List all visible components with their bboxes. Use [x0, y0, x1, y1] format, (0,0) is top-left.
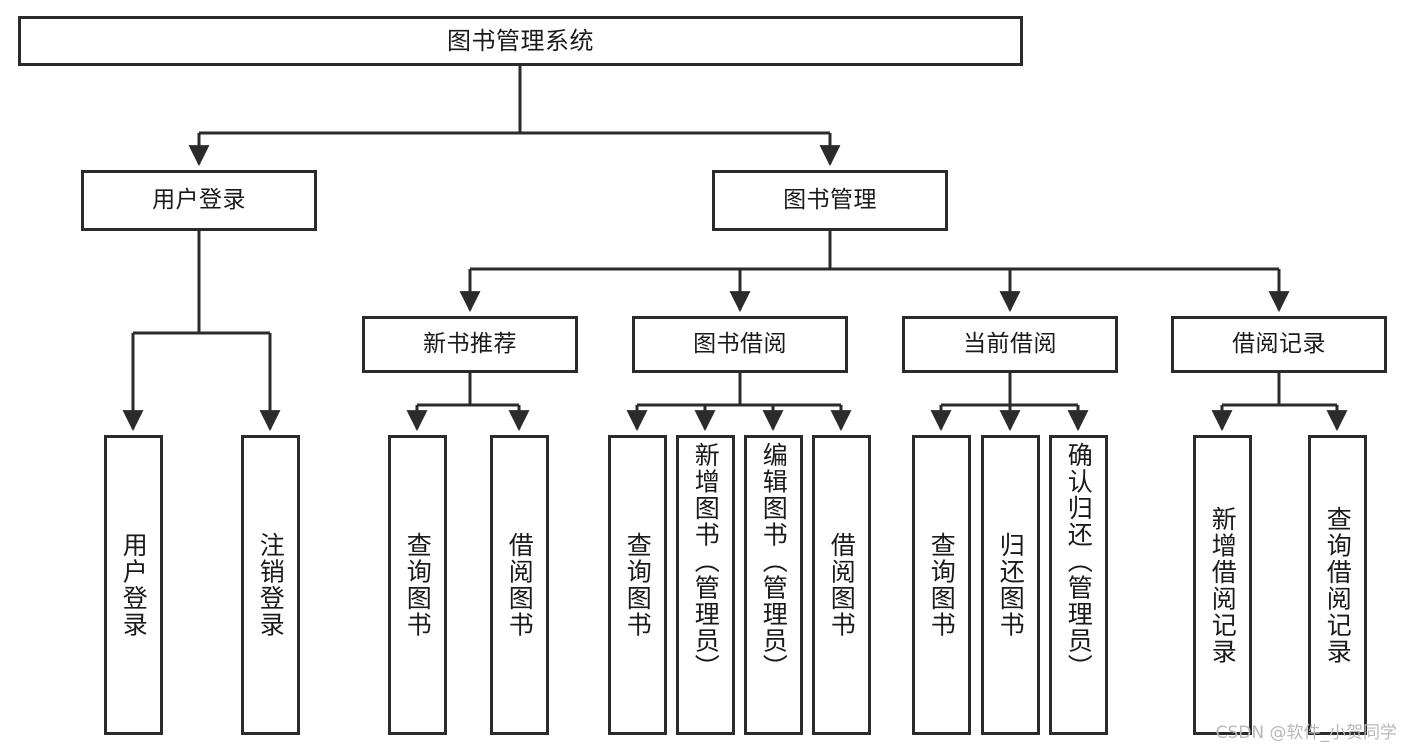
node-label: 用户登录: [119, 532, 149, 638]
node-label: 借阅图书: [827, 532, 857, 638]
leaf-borrow-book[interactable]: 借阅图书: [812, 435, 871, 735]
leaf-user-login[interactable]: 用户登录: [104, 435, 163, 735]
leaf-confirm-return-admin[interactable]: 确认归还（管理员）: [1049, 435, 1108, 735]
node-label: 借阅图书: [505, 532, 535, 638]
csdn-watermark: CSDN @软件_小贺同学: [1215, 723, 1397, 743]
node-new-book-recommendation[interactable]: 新书推荐: [362, 316, 578, 373]
node-label: 查询图书: [927, 532, 957, 638]
leaf-logout[interactable]: 注销登录: [241, 435, 300, 735]
leaf-query-borrow-record[interactable]: 查询借阅记录: [1308, 435, 1367, 735]
node-label: 查询图书: [403, 532, 433, 638]
node-label: 归还图书: [996, 532, 1026, 638]
node-label: 借阅记录: [1232, 330, 1326, 357]
node-label: 新书推荐: [423, 330, 517, 357]
node-label: 当前借阅: [963, 330, 1057, 357]
node-label: 确认归还（管理员）: [1064, 442, 1094, 681]
node-user-login[interactable]: 用户登录: [81, 170, 317, 231]
node-label: 图书借阅: [693, 330, 787, 357]
node-label: 编辑图书（管理员）: [759, 442, 789, 681]
node-label: 新增借阅记录: [1208, 505, 1238, 665]
node-label: 新增图书（管理员）: [691, 442, 721, 681]
node-current-borrowing[interactable]: 当前借阅: [902, 316, 1118, 373]
leaf-query-book-recommend[interactable]: 查询图书: [388, 435, 447, 735]
node-label: 图书管理: [783, 186, 877, 213]
leaf-edit-book-admin[interactable]: 编辑图书（管理员）: [744, 435, 803, 735]
node-root-book-management-system[interactable]: 图书管理系统: [18, 16, 1023, 66]
leaf-add-borrow-record[interactable]: 新增借阅记录: [1193, 435, 1252, 735]
node-label: 用户登录: [152, 186, 246, 213]
node-label: 查询借阅记录: [1323, 505, 1353, 665]
node-borrowing-records[interactable]: 借阅记录: [1171, 316, 1387, 373]
node-label: 查询图书: [623, 532, 653, 638]
leaf-query-book-borrow[interactable]: 查询图书: [608, 435, 667, 735]
leaf-add-book-admin[interactable]: 新增图书（管理员）: [676, 435, 735, 735]
node-book-borrowing[interactable]: 图书借阅: [632, 316, 848, 373]
node-label: 注销登录: [256, 532, 286, 638]
node-label: 图书管理系统: [447, 26, 594, 55]
node-book-management[interactable]: 图书管理: [712, 170, 948, 231]
leaf-query-book-current[interactable]: 查询图书: [912, 435, 971, 735]
leaf-borrow-book-recommend[interactable]: 借阅图书: [490, 435, 549, 735]
leaf-return-book[interactable]: 归还图书: [981, 435, 1040, 735]
